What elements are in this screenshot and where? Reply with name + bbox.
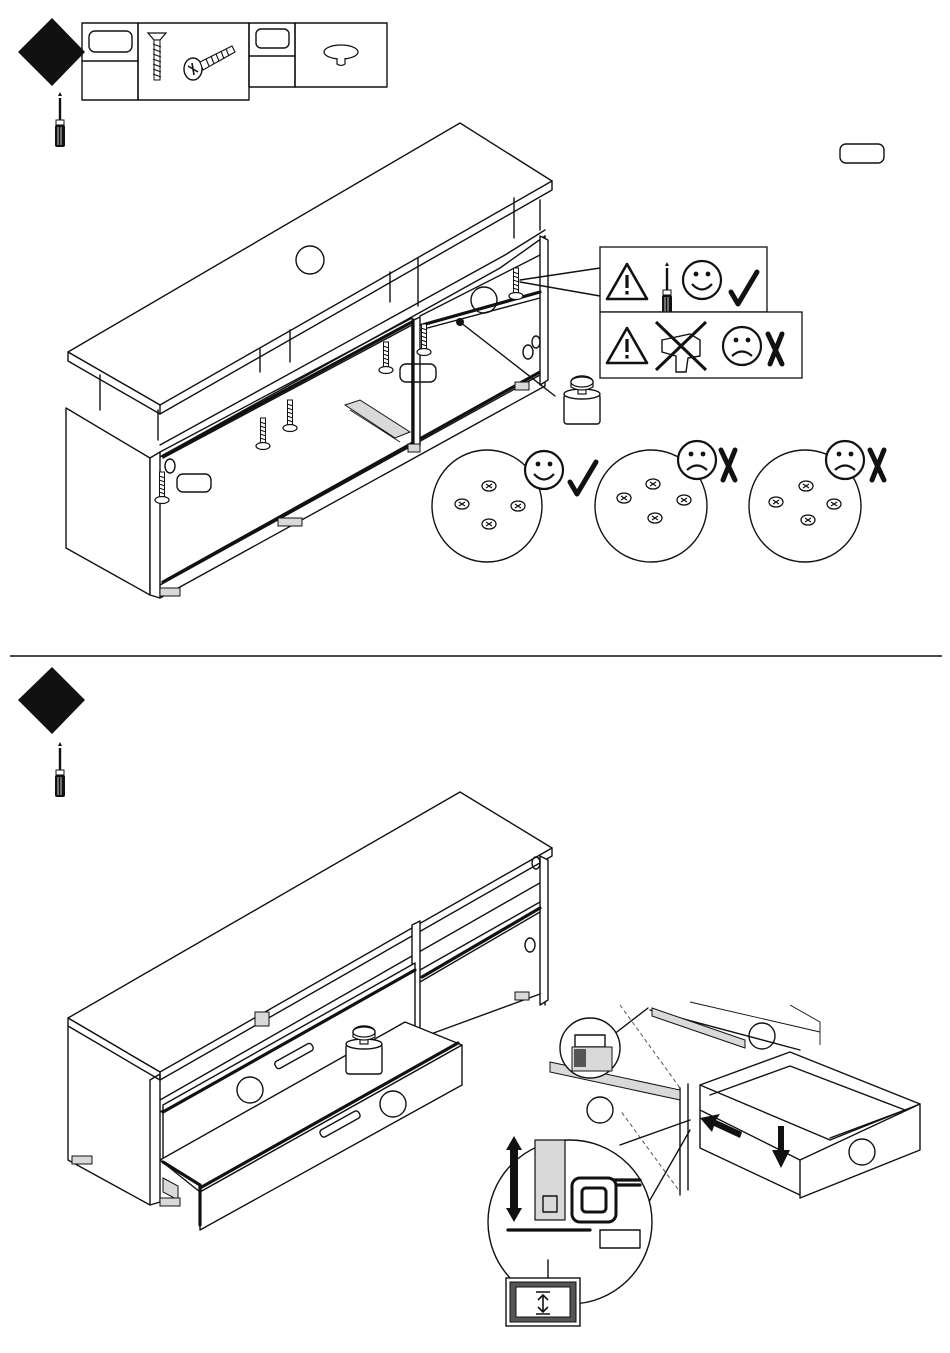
happy-face-icon [525, 451, 563, 489]
cabinet-assembled [68, 792, 552, 1230]
insert-arrow-icon [700, 1114, 742, 1138]
part-label-tag-icon [840, 144, 884, 163]
knob-icon [324, 45, 358, 66]
pan-screw-icon [184, 46, 235, 80]
weight-icon [564, 376, 600, 424]
part-label-tag-icon [256, 29, 289, 48]
warning-incorrect [600, 312, 802, 378]
part-label-tag-icon [89, 31, 132, 52]
step-top [18, 18, 884, 598]
sad-face-icon [826, 441, 864, 479]
part-number-circle [749, 1023, 775, 1049]
x-mark-icon [721, 450, 735, 480]
x-mark-icon [870, 450, 884, 480]
screw-example-incorrect-1 [595, 441, 735, 562]
warning-correct [600, 247, 767, 317]
screw-example-correct [432, 450, 596, 562]
screwdriver-bottom-icon [55, 742, 65, 797]
part-label-tag-icon [177, 474, 211, 492]
magnifier-small [560, 1008, 648, 1078]
step-bottom [18, 667, 920, 1326]
parts-table [82, 23, 387, 100]
sad-face-icon [678, 441, 716, 479]
check-mark-icon [570, 462, 596, 494]
countersunk-screw-icon [148, 33, 166, 80]
screw-example-incorrect-2 [749, 441, 884, 562]
sad-face-icon [723, 327, 761, 365]
part-number-circle [587, 1097, 613, 1123]
magnifier-large [488, 1120, 690, 1304]
screwdriver-top-icon [55, 92, 65, 147]
happy-face-icon [683, 261, 721, 299]
step-marker-top-icon [18, 18, 85, 86]
step-marker-bottom-icon [18, 667, 85, 734]
